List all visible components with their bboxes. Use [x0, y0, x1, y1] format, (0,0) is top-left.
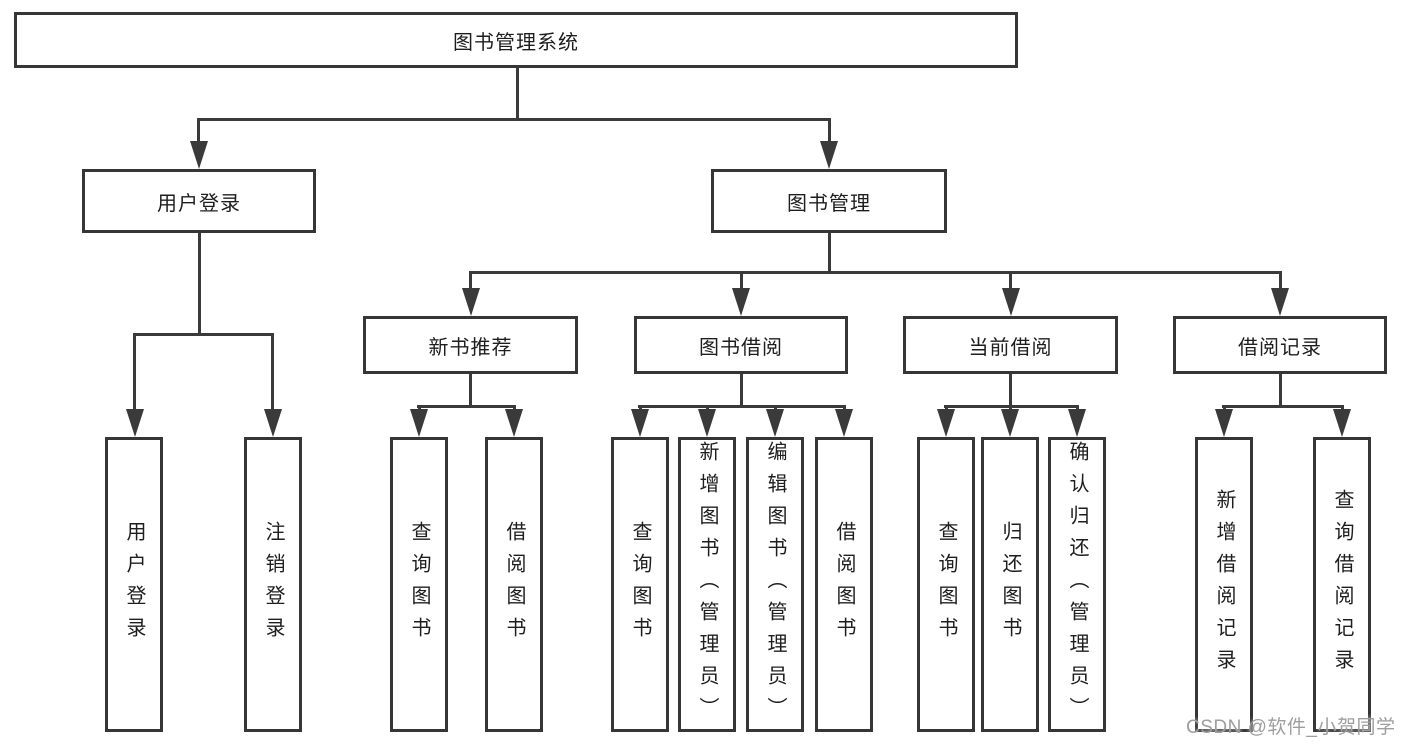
leaf-borrow-query-book-label: 查询图书 — [629, 520, 651, 649]
node-current-borrow: 当前借阅 — [903, 316, 1118, 374]
leaf-records-add-record-label: 新增借阅记录 — [1213, 488, 1235, 681]
currentborrow-stub-line — [1009, 374, 1012, 407]
leaf-current-confirm-return-admin-label: 确认归还（管理员） — [1066, 440, 1088, 729]
leaf-newrec-borrow-book: 借阅图书 — [485, 437, 543, 732]
leaf-newrec-query-book-label: 查询图书 — [408, 520, 430, 649]
leaf-logout-arrow-icon — [264, 409, 282, 437]
bookborrow-child1-arrow-icon — [631, 409, 649, 437]
records-hbar-line — [1222, 405, 1344, 408]
leaf-current-return-book-label: 归还图书 — [999, 520, 1021, 649]
leaf-logout-drop-line — [271, 333, 274, 413]
bookborrow-child3-arrow-icon — [766, 409, 784, 437]
leaf-user-login-arrow-icon — [126, 409, 144, 437]
bookborrow-hbar-line — [638, 405, 846, 408]
leaf-records-query-record-label: 查询借阅记录 — [1331, 488, 1353, 681]
newrec-child1-arrow-icon — [410, 409, 428, 437]
book-mgmt-stem-line — [828, 233, 831, 273]
leaf-borrow-query-book: 查询图书 — [611, 437, 669, 732]
leaf-borrow-edit-book-admin: 编辑图书（管理员） — [746, 437, 804, 732]
leaf-current-return-book: 归还图书 — [981, 437, 1039, 732]
node-root: 图书管理系统 — [14, 12, 1018, 68]
currentborrow-child3-arrow-icon — [1068, 409, 1086, 437]
leaf-borrow-borrow-book-label: 借阅图书 — [833, 520, 855, 649]
bookborrow-arrow-icon — [732, 288, 750, 316]
newrec-stub-line — [469, 374, 472, 407]
newrec-arrow-icon — [462, 288, 480, 316]
level2-hbar-line — [197, 118, 831, 121]
leaf-borrow-edit-book-admin-label: 编辑图书（管理员） — [764, 440, 786, 729]
leaf-records-add-record: 新增借阅记录 — [1195, 437, 1253, 732]
node-book-management: 图书管理 — [711, 169, 947, 233]
leaf-logout-label: 注销登录 — [262, 520, 284, 649]
leaf-user-login-drop-line — [133, 333, 136, 413]
newrec-hbar-line — [417, 405, 516, 408]
root-stem-line — [516, 68, 519, 120]
node-new-book-recommend: 新书推荐 — [363, 316, 578, 374]
leaf-newrec-query-book: 查询图书 — [390, 437, 448, 732]
leaf-records-query-record: 查询借阅记录 — [1313, 437, 1371, 732]
node-borrow-records: 借阅记录 — [1173, 316, 1387, 374]
records-stub-line — [1279, 374, 1282, 407]
records-child2-arrow-icon — [1333, 409, 1351, 437]
leaf-user-login-label: 用户登录 — [123, 520, 145, 649]
user-login-drop-line — [197, 118, 200, 144]
node-user-login: 用户登录 — [82, 169, 316, 233]
leaf-current-query-book-label: 查询图书 — [935, 520, 957, 649]
currentborrow-drop-line — [1009, 271, 1012, 291]
newrec-child2-arrow-icon — [505, 409, 523, 437]
bookborrow-stub-line — [740, 374, 743, 407]
newrec-drop-line — [469, 271, 472, 291]
leaf-borrow-add-book-admin-label: 新增图书（管理员） — [696, 440, 718, 729]
user-login-arrow-icon — [190, 141, 208, 169]
records-drop-line — [1279, 271, 1282, 291]
bookborrow-drop-line — [740, 271, 743, 291]
book-mgmt-drop-line — [828, 118, 831, 144]
currentborrow-child1-arrow-icon — [937, 409, 955, 437]
csdn-watermark: CSDN @软件_小贺同学 — [1186, 717, 1396, 738]
leaf-borrow-add-book-admin: 新增图书（管理员） — [678, 437, 736, 732]
leaf-borrow-borrow-book: 借阅图书 — [815, 437, 873, 732]
user-login-stem-line — [198, 233, 201, 335]
node-book-borrow: 图书借阅 — [634, 316, 848, 374]
records-arrow-icon — [1271, 288, 1289, 316]
leaf-logout: 注销登录 — [244, 437, 302, 732]
bookborrow-child2-arrow-icon — [698, 409, 716, 437]
user-login-hbar-line — [133, 333, 274, 336]
leaf-current-confirm-return-admin: 确认归还（管理员） — [1048, 437, 1106, 732]
leaf-current-query-book: 查询图书 — [917, 437, 975, 732]
book-mgmt-arrow-icon — [820, 141, 838, 169]
currentborrow-arrow-icon — [1002, 288, 1020, 316]
bookborrow-child4-arrow-icon — [835, 409, 853, 437]
leaf-user-login: 用户登录 — [105, 437, 163, 732]
records-child1-arrow-icon — [1215, 409, 1233, 437]
level3-hbar-line — [469, 271, 1282, 274]
leaf-newrec-borrow-book-label: 借阅图书 — [503, 520, 525, 649]
currentborrow-child2-arrow-icon — [1001, 409, 1019, 437]
